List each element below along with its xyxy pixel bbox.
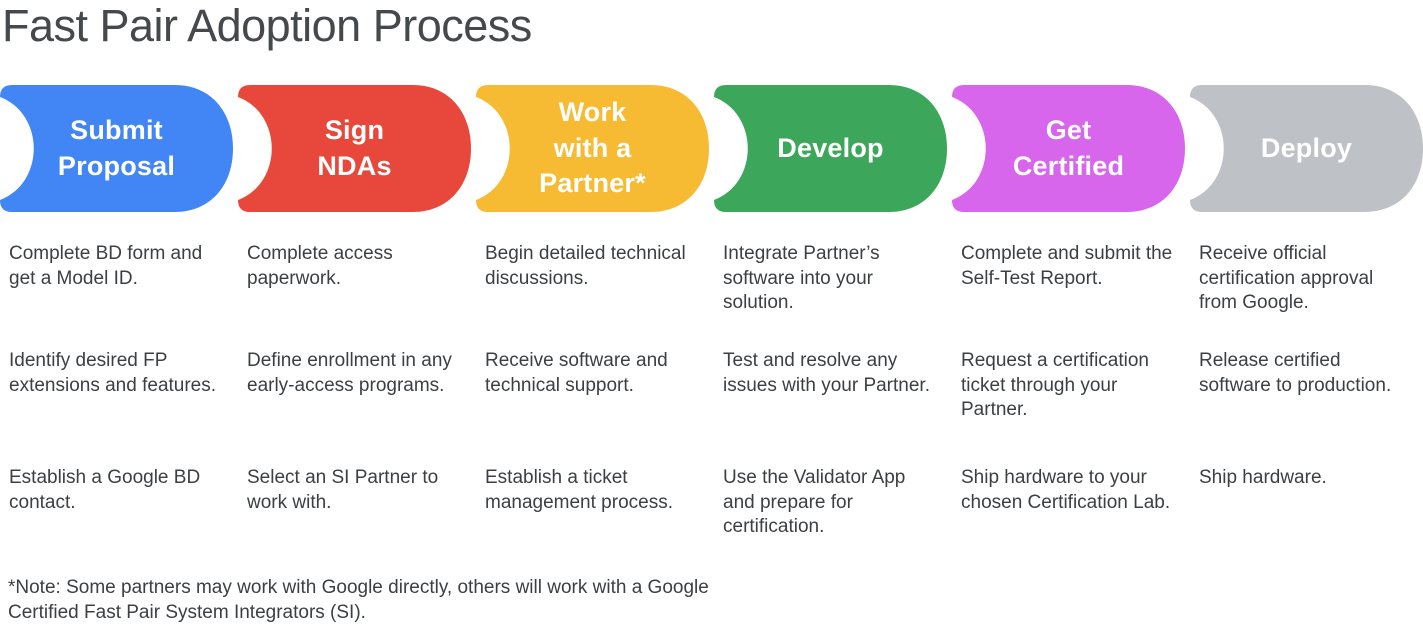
step-submit-proposal-2: Identify desired FP extensions and featu…	[9, 350, 217, 396]
step-develop-3: Use the Validator App and prepare for ce…	[723, 467, 906, 538]
step-submit-proposal-3: Establish a Google BD contact.	[9, 467, 201, 513]
stage-arrow-shape	[0, 85, 233, 212]
stage-arrow-shape	[714, 85, 947, 212]
step-sign-ndas-1: Complete access paperwork.	[247, 243, 393, 289]
step-develop-1: Integrate Partner’s software into your s…	[723, 243, 880, 314]
page-title: Fast Pair Adoption Process	[2, 0, 532, 51]
stage-arrow-shape	[952, 85, 1185, 212]
stage-arrow-shape	[1190, 85, 1423, 212]
stage-work-with-partner: Work with a Partner*	[476, 85, 709, 212]
step-work-with-partner-1: Begin detailed technical discussions.	[485, 243, 686, 289]
stage-submit-proposal: Submit Proposal	[0, 85, 233, 212]
footnote: *Note: Some partners may work with Googl…	[8, 577, 709, 623]
step-sign-ndas-2: Define enrollment in any early-access pr…	[247, 350, 452, 396]
stage-arrow-shape	[476, 85, 709, 212]
step-work-with-partner-2: Receive software and technical support.	[485, 350, 668, 396]
stage-label: Develop	[777, 132, 884, 163]
step-get-certified-2: Request a certification ticket through y…	[961, 350, 1149, 421]
stage-label: Work with a Partner*	[539, 97, 646, 199]
stage-arrow-shape	[238, 85, 471, 212]
stage-label: Submit Proposal	[57, 114, 176, 181]
stage-sign-ndas: Sign NDAs	[238, 85, 471, 212]
stage-get-certified: Get Certified	[952, 85, 1185, 212]
step-sign-ndas-3: Select an SI Partner to work with.	[247, 467, 439, 513]
stage-label: Deploy	[1260, 132, 1353, 163]
step-deploy-2: Release certified software to production…	[1199, 350, 1392, 396]
step-work-with-partner-3: Establish a ticket management process.	[485, 467, 673, 513]
step-deploy-3: Ship hardware.	[1199, 467, 1327, 488]
stage-label: Get Certified	[1012, 114, 1125, 181]
stage-deploy: Deploy	[1190, 85, 1423, 212]
stage-label: Sign NDAs	[317, 114, 392, 181]
step-get-certified-3: Ship hardware to your chosen Certificati…	[961, 467, 1171, 513]
step-deploy-1: Receive official certification approval …	[1199, 243, 1374, 314]
step-submit-proposal-1: Complete BD form and get a Model ID.	[9, 243, 203, 289]
stage-develop: Develop	[714, 85, 947, 212]
step-develop-2: Test and resolve any issues with your Pa…	[723, 350, 930, 396]
step-get-certified-1: Complete and submit the Self-Test Report…	[961, 243, 1173, 289]
